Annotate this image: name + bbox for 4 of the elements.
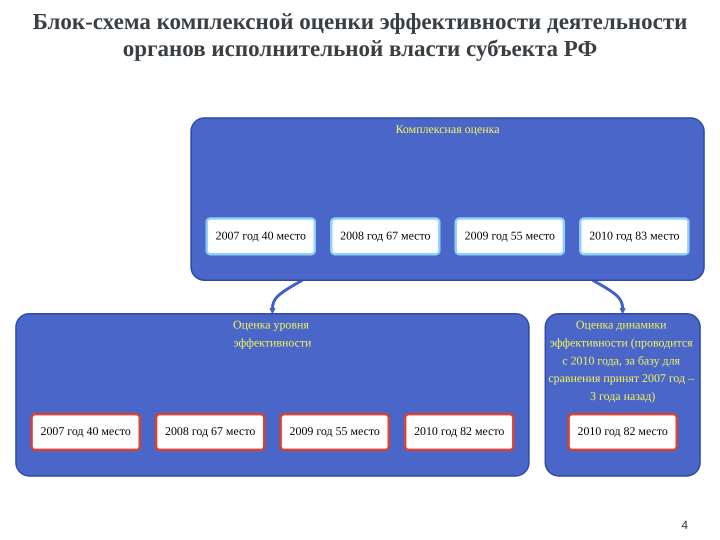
- page-number: 4: [681, 518, 688, 532]
- arrow: [269, 278, 304, 314]
- arrow: [592, 278, 626, 314]
- title: Блок-схема комплексной оценки эффективности деятельности органов исполнительной власти субъекта РФ: [32, 8, 688, 62]
